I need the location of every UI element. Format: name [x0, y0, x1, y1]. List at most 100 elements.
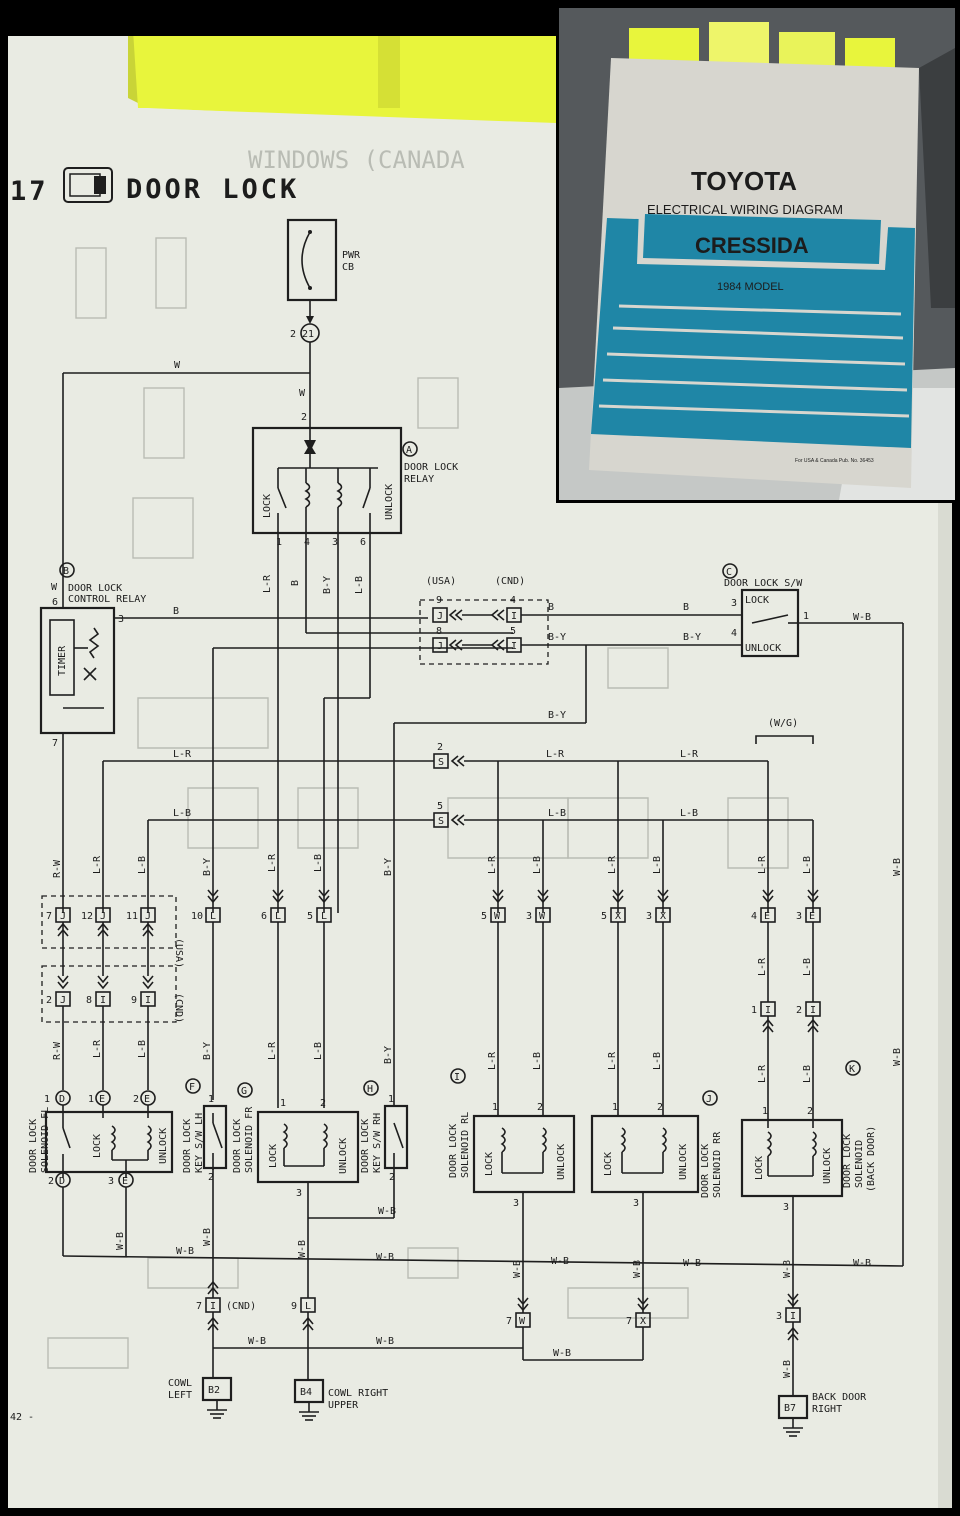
svg-text:2: 2	[657, 1102, 663, 1113]
svg-text:L-R: L-R	[92, 855, 103, 874]
svg-text:RIGHT: RIGHT	[812, 1404, 842, 1415]
svg-text:W: W	[539, 911, 546, 922]
svg-text:L-R: L-R	[757, 855, 768, 874]
svg-text:2: 2	[796, 1005, 802, 1016]
svg-text:LOCK: LOCK	[745, 595, 769, 606]
svg-text:L-B: L-B	[532, 856, 543, 874]
svg-text:K: K	[849, 1064, 855, 1075]
svg-text:TIMER: TIMER	[57, 645, 68, 676]
svg-text:DOOR LOCK: DOOR LOCK	[404, 462, 458, 473]
svg-text:W-B: W-B	[202, 1228, 213, 1246]
svg-text:E: E	[809, 911, 815, 922]
svg-text:X: X	[615, 911, 621, 922]
svg-text:2: 2	[46, 995, 52, 1006]
svg-text:L: L	[210, 911, 216, 922]
svg-text:R-W: R-W	[52, 1041, 63, 1060]
svg-text:(USA): (USA)	[426, 576, 456, 587]
svg-text:I: I	[790, 1311, 796, 1322]
svg-text:DOOR LOCK: DOOR LOCK	[700, 1144, 711, 1198]
svg-text:5: 5	[437, 801, 443, 812]
manual-cover-photo: TOYOTA ELECTRICAL WIRING DIAGRAM CRESSID…	[556, 8, 955, 503]
svg-text:1: 1	[762, 1106, 768, 1117]
svg-text:B-Y: B-Y	[383, 1046, 394, 1064]
svg-text:2: 2	[290, 329, 296, 340]
door-lock-relay: LOCK UNLOCK 1 4 3 6 A DOOR LOCK RELAY	[251, 426, 458, 548]
svg-text:5: 5	[510, 626, 516, 637]
svg-text:SOLENOID: SOLENOID	[854, 1140, 865, 1188]
svg-text:B-Y: B-Y	[202, 858, 213, 876]
svg-text:(BACK DOOR): (BACK DOOR)	[866, 1126, 877, 1192]
manual-cover: TOYOTA ELECTRICAL WIRING DIAGRAM CRESSID…	[559, 8, 955, 500]
row-connectors: J7 J12 J11 (USA) (CND) J2 I8 I9 R-W L-R …	[41, 889, 821, 1128]
svg-text:5: 5	[601, 911, 607, 922]
svg-text:L-R: L-R	[487, 1051, 498, 1070]
svg-text:(CND): (CND)	[173, 993, 184, 1023]
door-lock-switch: LOCK UNLOCK C DOOR LOCK S/W 3 4 1 W-B W-…	[722, 563, 904, 1266]
svg-text:B-Y: B-Y	[548, 632, 566, 643]
door-lock-solenoid-fr: G DOOR LOCK SOLENOID FR 1 2 LOCK UNLOCK …	[232, 1082, 360, 1298]
svg-text:DOOR LOCK: DOOR LOCK	[842, 1134, 853, 1188]
ghost-title: WINDOWS (CANADA	[248, 146, 465, 174]
svg-text:4: 4	[751, 911, 757, 922]
svg-text:10: 10	[191, 911, 203, 922]
section-number: 17	[10, 176, 49, 207]
svg-text:W-B: W-B	[551, 1256, 569, 1267]
svg-text:1: 1	[492, 1102, 498, 1113]
svg-text:D: D	[59, 1176, 65, 1187]
svg-text:W-B: W-B	[378, 1206, 396, 1217]
svg-text:LOCK: LOCK	[262, 494, 273, 518]
svg-text:SOLENOID RL: SOLENOID RL	[460, 1112, 471, 1178]
svg-text:(CND): (CND)	[495, 576, 525, 587]
svg-text:LOCK: LOCK	[754, 1156, 765, 1180]
svg-text:B7: B7	[784, 1403, 796, 1414]
svg-text:21: 21	[302, 329, 314, 340]
svg-text:L-R: L-R	[267, 853, 278, 872]
ground-bus: W-B W-B W-B W-B W-B	[62, 1246, 904, 1269]
svg-text:2: 2	[48, 1176, 54, 1187]
svg-text:8: 8	[436, 626, 442, 637]
relay-outputs: L-R B B-Y L-B	[262, 546, 513, 913]
svg-text:12: 12	[81, 911, 93, 922]
svg-text:SOLENOID FR: SOLENOID FR	[244, 1106, 255, 1173]
svg-text:I: I	[810, 1005, 816, 1016]
svg-text:W-B: W-B	[248, 1336, 266, 1347]
svg-text:L-R: L-R	[607, 855, 618, 874]
svg-text:B-Y: B-Y	[383, 858, 394, 876]
svg-text:L-B: L-B	[173, 808, 191, 819]
svg-text:UNLOCK: UNLOCK	[158, 1128, 169, 1164]
svg-text:I: I	[765, 1005, 771, 1016]
power-bus: W W 2	[62, 342, 311, 608]
svg-text:KEY S/W RH: KEY S/W RH	[372, 1113, 383, 1173]
svg-text:H: H	[367, 1084, 373, 1095]
svg-text:L: L	[321, 911, 327, 922]
svg-text:G: G	[241, 1086, 247, 1097]
svg-text:L-R: L-R	[680, 749, 699, 760]
svg-text:8: 8	[86, 995, 92, 1006]
door-lock-solenoid-rr: J DOOR LOCK SOLENOID RR 1 2 LOCK UNLOCK …	[590, 1090, 723, 1313]
svg-text:W-B: W-B	[297, 1240, 308, 1258]
svg-text:B-Y: B-Y	[683, 632, 701, 643]
svg-text:(USA): (USA)	[173, 938, 184, 968]
svg-text:L-B: L-B	[313, 1042, 324, 1060]
svg-text:LEFT: LEFT	[168, 1390, 192, 1401]
svg-text:B: B	[548, 602, 554, 613]
svg-text:3: 3	[783, 1202, 789, 1213]
svg-text:D: D	[59, 1094, 65, 1105]
svg-text:L-B: L-B	[802, 1065, 813, 1083]
svg-text:L-B: L-B	[802, 856, 813, 874]
svg-text:2: 2	[437, 742, 443, 753]
svg-text:UNLOCK: UNLOCK	[678, 1144, 689, 1180]
svg-text:L-B: L-B	[802, 958, 813, 976]
svg-text:L-B: L-B	[652, 1052, 663, 1070]
svg-text:SOLENOID FL: SOLENOID FL	[40, 1107, 51, 1173]
svg-text:X: X	[660, 911, 666, 922]
svg-text:J: J	[437, 641, 443, 652]
svg-text:W-B: W-B	[115, 1232, 126, 1250]
pwr-circuit-breaker: PWR CB 21 2	[286, 218, 361, 343]
svg-text:2: 2	[301, 412, 307, 423]
svg-text:J: J	[100, 911, 106, 922]
svg-text:UNLOCK: UNLOCK	[384, 484, 395, 520]
door-lock-solenoid-back-door: K DOOR LOCK SOLENOID (BACK DOOR) 1 2 LOC…	[740, 1060, 877, 1308]
svg-text:6: 6	[360, 537, 366, 548]
svg-text:E: E	[99, 1094, 105, 1105]
